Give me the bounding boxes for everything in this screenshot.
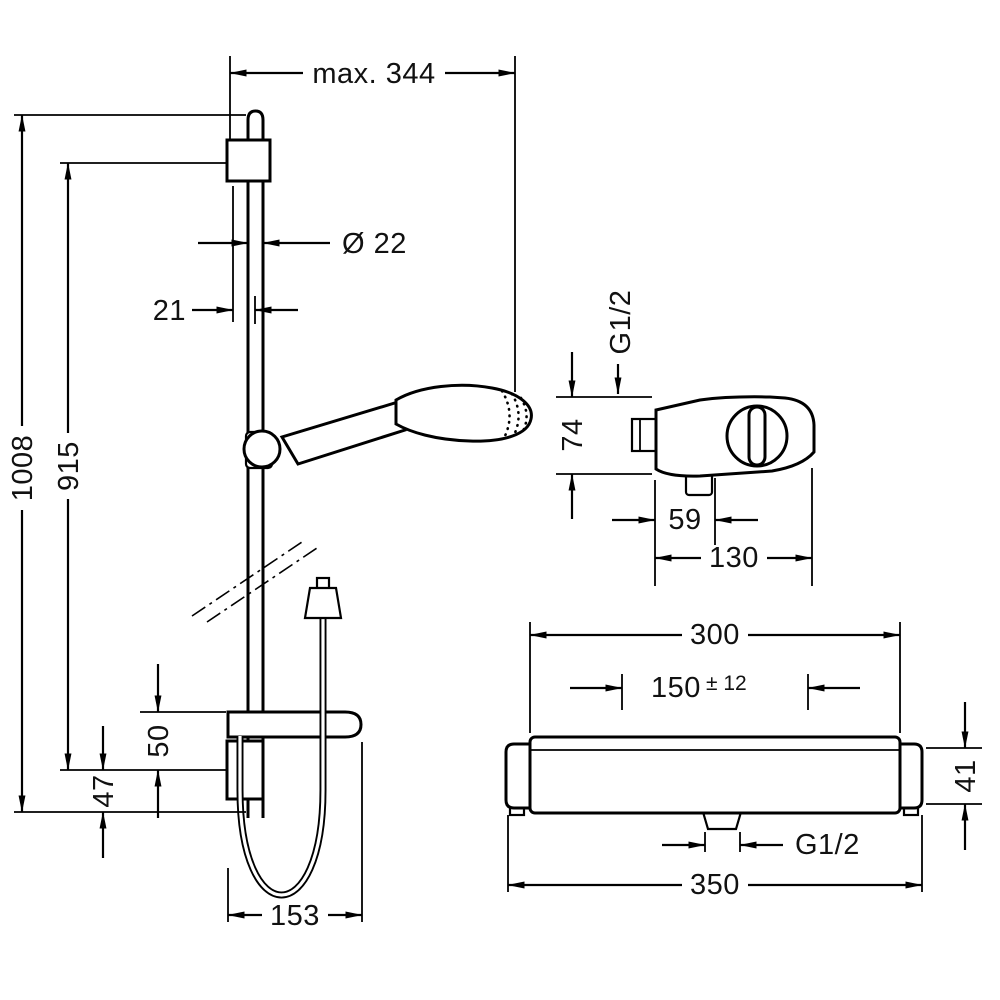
dim-max-width-label: max. 344	[312, 58, 435, 90]
dim-rail-length-label: 915	[53, 441, 85, 491]
dim-depth-total-label: 130	[709, 542, 759, 574]
thermostat-side-view	[630, 395, 816, 497]
end-cap-right	[896, 742, 924, 810]
dim-wall-offset-label: 21	[153, 295, 186, 327]
thermostat-side-dimensions: G1/2 74 59 130	[556, 290, 813, 586]
top-wall-bracket	[225, 138, 272, 183]
dim-center-tolerance-label: ± 12	[706, 672, 747, 695]
end-cap-left	[504, 742, 534, 810]
dim-front-height-label: 41	[950, 759, 982, 792]
soap-dish	[226, 710, 363, 739]
dim-total-width-label: 350	[690, 869, 740, 901]
thermostat-front-view	[504, 735, 924, 831]
dim-total-height-label: 1008	[7, 435, 39, 502]
hose-conical-nut	[303, 586, 343, 620]
knob-handle	[747, 405, 767, 467]
dim-side-height-label: 74	[557, 418, 589, 451]
spray-face-dots	[519, 396, 528, 433]
dim-body-width-label: 300	[690, 619, 740, 651]
shower-hose-inner	[238, 616, 325, 897]
dim-rail-diameter-label: Ø 22	[342, 228, 407, 260]
break-line	[191, 541, 303, 617]
handshower-head	[394, 383, 533, 443]
slider-knob	[242, 429, 282, 469]
break-line	[206, 547, 318, 623]
inlet-stub	[630, 417, 660, 453]
spray-face-dots	[510, 392, 520, 437]
thermostat-front-dimensions: 300 150 ± 12 41 G1/2 350	[507, 619, 982, 901]
dim-center-distance-label: 150	[651, 672, 701, 704]
shower-unit-dimensions: max. 344 Ø 22 21 1008 915 50 47	[7, 56, 516, 932]
dim-depth-front-label: 59	[668, 504, 701, 536]
spray-face-dots	[500, 389, 511, 440]
shower-unit-view	[191, 109, 533, 899]
dim-base-width-label: 153	[270, 900, 320, 932]
bottom-wall-bracket	[225, 739, 265, 801]
dim-front-thread-label: G1/2	[795, 829, 860, 861]
dim-bottom-offset-label: 47	[88, 774, 120, 807]
thermostat-body-front	[528, 735, 902, 815]
bottom-outlet	[701, 810, 743, 831]
dim-side-thread-label: G1/2	[605, 290, 637, 355]
dim-holder-height-label: 50	[143, 724, 175, 757]
handshower-handle	[279, 400, 407, 466]
